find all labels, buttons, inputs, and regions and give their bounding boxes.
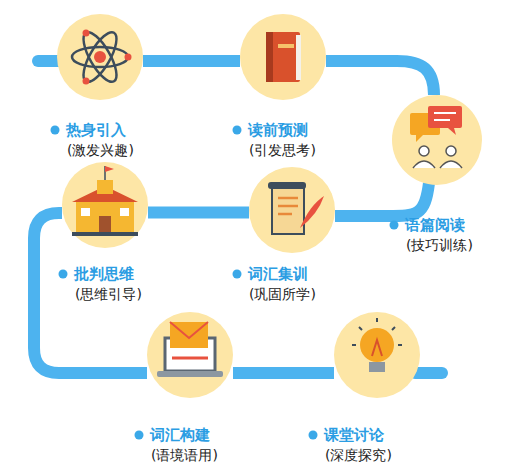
book-pages	[296, 35, 301, 80]
flow-path	[233, 367, 334, 379]
screen-bar	[172, 357, 208, 360]
paper	[272, 186, 304, 234]
bulb-base	[369, 362, 385, 372]
person-head	[419, 146, 429, 156]
step-title: 批判思维	[74, 264, 134, 284]
bullet-dot	[309, 431, 318, 440]
bullet-dot	[390, 221, 399, 230]
flow-path	[335, 183, 429, 216]
bullet-dot	[233, 126, 242, 135]
window	[120, 208, 129, 216]
step-title: 课堂讨论	[324, 425, 384, 445]
window	[81, 208, 90, 216]
bullet-dot	[51, 126, 60, 135]
text-line	[278, 205, 298, 208]
nucleus	[94, 51, 106, 63]
step-subtitle: (激发兴趣)	[67, 140, 134, 160]
electron	[83, 78, 90, 85]
bullet-dots	[51, 126, 399, 440]
ray	[376, 318, 378, 322]
flow-path	[326, 61, 434, 95]
chat-line	[434, 112, 456, 114]
bullet-dot	[135, 431, 144, 440]
book-cover	[266, 32, 300, 82]
book-icon	[266, 32, 301, 82]
step-subtitle: (巩固所学)	[249, 284, 316, 304]
door	[99, 216, 111, 232]
bullet-dot	[233, 270, 242, 279]
step-title: 热身引入	[66, 120, 126, 140]
bulb	[360, 328, 394, 362]
step-subtitle: (技巧训练)	[406, 235, 473, 255]
laptop-base	[157, 371, 223, 377]
text-line	[278, 197, 298, 200]
scroll-top	[268, 182, 306, 189]
ray	[398, 344, 402, 346]
text-line	[278, 213, 292, 216]
book-label	[278, 44, 294, 48]
tower	[97, 180, 113, 194]
envelope-flap	[170, 322, 208, 338]
person-head	[446, 146, 456, 156]
step-subtitle: (引发思考)	[249, 140, 316, 160]
chat-bubble	[428, 106, 462, 128]
bullet-dot	[59, 270, 68, 279]
ray	[352, 344, 356, 346]
flow-path	[143, 55, 240, 67]
step-title: 语篇阅读	[405, 215, 465, 235]
envelope	[170, 322, 208, 348]
filament	[372, 340, 382, 356]
ground	[72, 232, 138, 236]
step-title: 词汇集训	[248, 264, 308, 284]
step-subtitle: (语境语用)	[151, 445, 218, 465]
electron	[83, 30, 90, 37]
book-spine	[266, 32, 273, 82]
step-subtitle: (深度探究)	[325, 445, 392, 465]
step-subtitle: (思维引导)	[75, 284, 142, 304]
electron	[125, 54, 132, 61]
building	[76, 200, 134, 232]
chat-line	[434, 119, 450, 121]
step-title: 词汇构建	[150, 425, 210, 445]
flow-path	[148, 207, 249, 219]
step-title: 读前预测	[248, 120, 308, 140]
path-end	[415, 367, 442, 379]
